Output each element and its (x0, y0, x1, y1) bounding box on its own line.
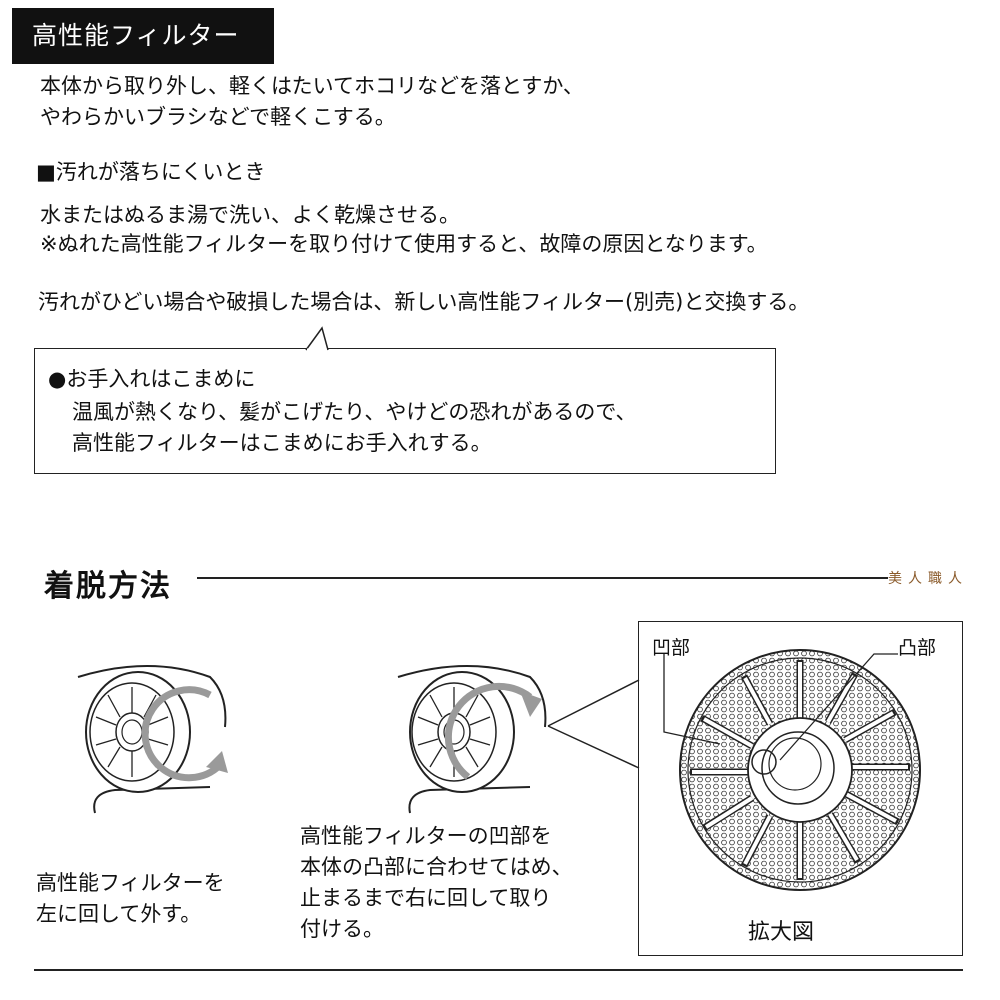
remove-illustration (77, 665, 228, 814)
attach-caption-1: 高性能フィルターの凹部を (300, 824, 552, 848)
dirty-line-2: ※ぬれた高性能フィルターを取り付けて使用すると、故障の原因となります。 (40, 232, 768, 256)
remove-caption-1: 高性能フィルターを (36, 871, 225, 895)
zoom-panel (638, 621, 963, 956)
attach-illustration (397, 665, 547, 814)
note-line-2: 高性能フィルターはこまめにお手入れする。 (72, 431, 492, 455)
dirty-line-1: 水またはぬるま湯で洗い、よく乾燥させる。 (40, 203, 460, 227)
rotate-left-arrow-icon (206, 751, 228, 773)
filter-zoom-illustration (663, 649, 921, 891)
remove-caption-2: 左に回して外す。 (36, 902, 202, 926)
note-callout (34, 348, 776, 474)
watermark: 美人職人 (888, 568, 968, 588)
intro-line-1: 本体から取り外し、軽くはたいてホコリなどを落とすか、 (40, 74, 584, 98)
method-heading: 着脱方法 (44, 569, 172, 604)
callout-pointer (305, 326, 329, 351)
label-convex: 凸部 (898, 637, 937, 659)
note-heading: ●お手入れはこまめに (48, 367, 256, 391)
attach-caption-3: 止まるまで右に回して取り (300, 886, 552, 910)
zoom-lines (547, 679, 640, 769)
dirty-heading: ■汚れが落ちにくいとき (36, 160, 266, 184)
rotate-right-arrow-icon (520, 691, 542, 717)
label-concave: 凹部 (652, 637, 691, 659)
bottom-divider (34, 969, 963, 971)
section-title: 高性能フィルター (12, 8, 274, 64)
zoom-caption: 拡大図 (748, 920, 815, 945)
intro-line-2: やわらかいブラシなどで軽くこする。 (40, 105, 396, 129)
attach-caption-2: 本体の凸部に合わせてはめ、 (300, 855, 573, 879)
method-divider (197, 577, 963, 579)
note-line-1: 温風が熱くなり、髪がこげたり、やけどの恐れがあるので、 (72, 400, 637, 424)
attach-caption-4: 付ける。 (300, 917, 384, 941)
replace-text: 汚れがひどい場合や破損した場合は、新しい高性能フィルター(別売)と交換する。 (38, 290, 810, 314)
